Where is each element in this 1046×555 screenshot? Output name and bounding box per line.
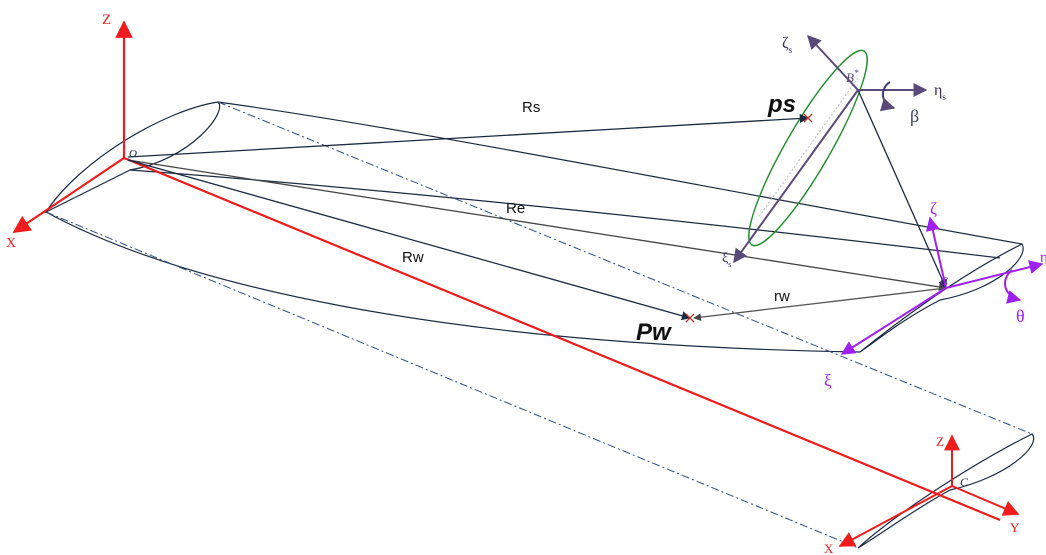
store-xi-label: ξs	[722, 251, 731, 269]
section-frame	[840, 216, 1044, 355]
dashdot-upper	[217, 101, 1033, 435]
store-xi-axis	[733, 89, 859, 264]
root-y-axis	[123, 156, 1001, 522]
vector-b-to-c	[857, 89, 947, 289]
section-zeta-axis	[925, 216, 947, 289]
store-ellipse	[748, 49, 868, 247]
vector-rs	[127, 113, 809, 158]
position-vectors	[127, 89, 947, 322]
vector-rw-local	[693, 287, 947, 322]
root-airfoil	[44, 101, 221, 214]
section-zeta-label: ζ	[930, 199, 937, 218]
store-zeta-axis	[807, 34, 859, 91]
vector-rw	[127, 159, 691, 321]
tip-y-axis	[951, 485, 1020, 516]
wing-outline	[44, 101, 1035, 549]
root-frame	[12, 20, 1001, 522]
origin-label: O	[129, 148, 137, 160]
beta-rotation-arrow	[879, 81, 896, 112]
root-x-label: X	[6, 236, 16, 251]
section-xi-label: ξ	[824, 371, 832, 390]
store-eta-label: ηs	[934, 82, 946, 102]
labels: Z X O Rs Re Rw rw ps Pw ζs ηs β B* ξs ζ …	[6, 12, 1046, 555]
store-frame	[733, 34, 928, 264]
section-eta-axis	[945, 260, 1044, 289]
tip-x-axis	[838, 485, 953, 547]
root-z-label: Z	[102, 12, 111, 28]
section-eta-label: η	[1040, 250, 1046, 266]
theta-label: θ	[1016, 306, 1025, 326]
vector-re	[127, 159, 947, 291]
theta-rotation-arrow	[1004, 269, 1022, 304]
b-star-label: B*	[846, 68, 859, 85]
ps-label: ps	[767, 91, 796, 118]
tip-frame	[838, 434, 1020, 547]
section-xi-axis	[840, 287, 947, 355]
section-c-label: C	[940, 274, 949, 288]
root-x-axis	[12, 157, 125, 233]
rw-label: Rw	[402, 249, 424, 266]
rs-label: Rs	[522, 99, 540, 116]
tip-z-label: Z	[936, 434, 944, 449]
dashdot-lower	[45, 211, 859, 549]
lower-span-curve	[45, 211, 861, 353]
tip-airfoil	[857, 433, 1035, 549]
rw-local-label: rw	[774, 288, 790, 305]
point-markers	[685, 113, 813, 323]
ps-marker	[803, 113, 813, 123]
beta-label: β	[910, 106, 919, 126]
tip-x-label: X	[824, 541, 834, 555]
store-zeta-label: ζs	[782, 35, 793, 55]
store-ellipse-axis	[757, 77, 859, 219]
tip-y-label: Y	[1010, 520, 1020, 535]
tip-c-label: C	[960, 475, 969, 489]
pw-marker	[685, 313, 695, 323]
re-label: Re	[506, 200, 525, 217]
upper-span-curve	[217, 101, 1023, 245]
outboard-airfoil	[859, 243, 1024, 353]
pw-label: Pw	[636, 319, 672, 346]
dashdot-lines	[45, 101, 1033, 549]
